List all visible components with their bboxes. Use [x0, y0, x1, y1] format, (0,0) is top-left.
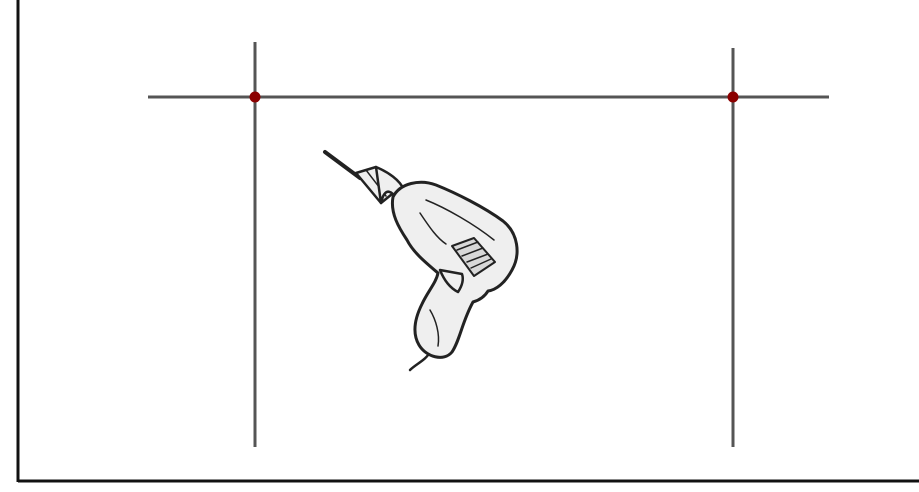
right-drill-mark	[728, 92, 739, 103]
drill-icon	[325, 152, 517, 370]
left-drill-mark	[250, 92, 261, 103]
